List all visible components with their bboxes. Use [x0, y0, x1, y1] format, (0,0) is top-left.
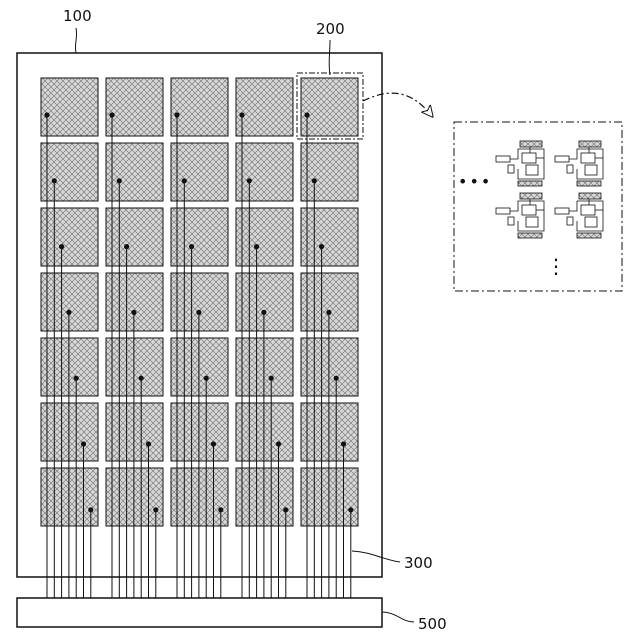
label-500: 500 [418, 617, 447, 632]
contact-dot [348, 507, 353, 512]
pixel-cell [301, 338, 358, 396]
pixel-cell [41, 208, 98, 266]
pixel-cell [106, 273, 163, 331]
contact-dot [88, 507, 93, 512]
pixel-cell [236, 403, 293, 461]
contact-dot [131, 310, 136, 315]
contact-dot [174, 112, 179, 117]
detail-ellipsis-vertical: ⋮ [546, 256, 566, 276]
pixel-cell [106, 143, 163, 201]
pixel-cell [106, 403, 163, 461]
pixel-cell [41, 338, 98, 396]
pixel-cell [171, 208, 228, 266]
contact-dot [283, 507, 288, 512]
pixel-cell [236, 208, 293, 266]
contact-dot [117, 178, 122, 183]
pixel-cell [236, 338, 293, 396]
contact-dot [218, 507, 223, 512]
contact-dot [239, 112, 244, 117]
contact-dot [312, 178, 317, 183]
contact-dot [334, 376, 339, 381]
pixel-cell [106, 468, 163, 526]
pixel-cell [301, 468, 358, 526]
pixel-cell [106, 208, 163, 266]
pixel-cell [41, 273, 98, 331]
contact-dot [139, 376, 144, 381]
label-300: 300 [404, 556, 433, 571]
contact-dot [261, 310, 266, 315]
label-200: 200 [316, 22, 345, 37]
leader-100 [75, 28, 76, 53]
detail-ellipsis-horizontal: ••• [458, 174, 492, 190]
contact-dot [81, 441, 86, 446]
pixel-grid [41, 78, 358, 526]
pixel-cell [41, 403, 98, 461]
contact-dot [204, 376, 209, 381]
pixel-cell [236, 78, 293, 136]
pixel-cell [301, 273, 358, 331]
pixel-cell [41, 78, 98, 136]
label-100: 100 [63, 9, 92, 24]
contact-dot [52, 178, 57, 183]
contact-dot [59, 244, 64, 249]
contact-dot [74, 376, 79, 381]
pixel-cell [301, 143, 358, 201]
pixel-cell [106, 78, 163, 136]
pixel-cell [41, 143, 98, 201]
contact-dot [189, 244, 194, 249]
contact-dot [276, 441, 281, 446]
pixel-cell [236, 273, 293, 331]
driver-block [17, 598, 382, 627]
pixel-cell [106, 338, 163, 396]
pixel-cell [171, 468, 228, 526]
contact-dot [304, 112, 309, 117]
contact-dot [319, 244, 324, 249]
contact-dot [124, 244, 129, 249]
pixel-cell [236, 143, 293, 201]
pixel-cell [41, 468, 98, 526]
contact-dot [326, 310, 331, 315]
pixel-cell [171, 273, 228, 331]
contact-dot [153, 507, 158, 512]
contact-dot [146, 441, 151, 446]
pixel-cell [236, 468, 293, 526]
contact-dot [269, 376, 274, 381]
contact-dot [254, 244, 259, 249]
leader-500 [382, 612, 414, 622]
contact-dot [66, 310, 71, 315]
pixel-cell [171, 338, 228, 396]
pixel-cell [301, 403, 358, 461]
contact-dot [196, 310, 201, 315]
pixel-cell [301, 208, 358, 266]
pixel-cell [301, 78, 358, 136]
contact-dot [44, 112, 49, 117]
contact-dot [341, 441, 346, 446]
pixel-cell [171, 78, 228, 136]
contact-dot [247, 178, 252, 183]
contact-dot [211, 441, 216, 446]
pixel-cell [171, 403, 228, 461]
pixel-cell [171, 143, 228, 201]
contact-dot [109, 112, 114, 117]
contact-dot [182, 178, 187, 183]
